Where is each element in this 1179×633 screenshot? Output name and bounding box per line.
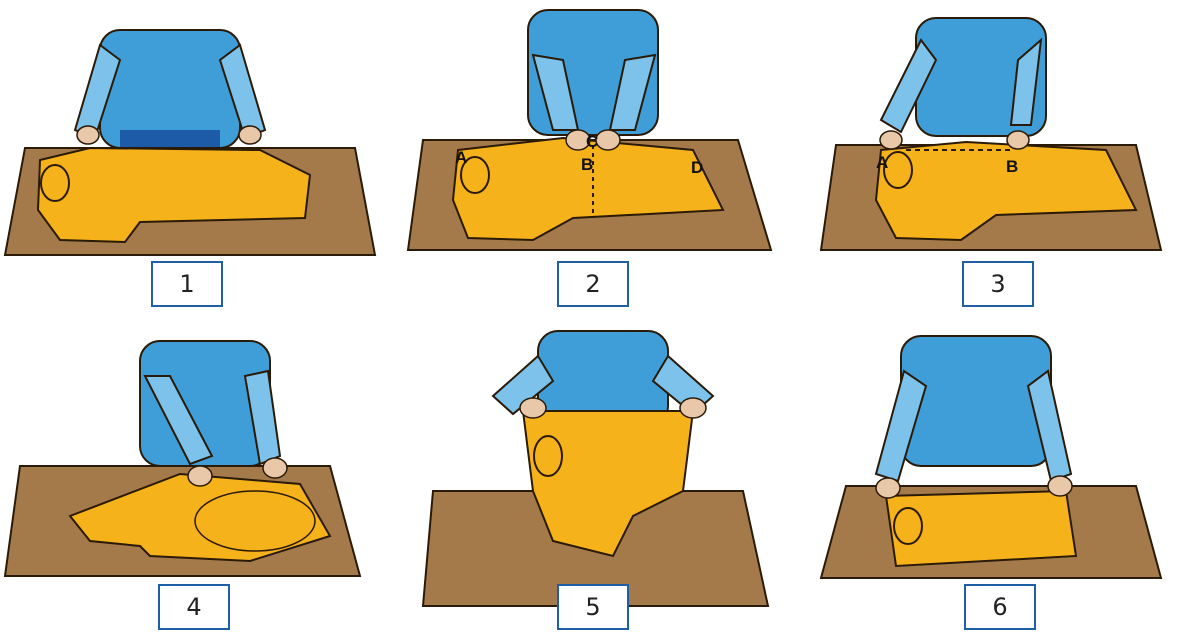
step-2-panel: A C B D 2 (393, 0, 786, 316)
step-number-box: 4 (158, 584, 230, 630)
label-d: D (691, 158, 703, 177)
step-number-box: 1 (151, 261, 223, 307)
step-number: 1 (179, 270, 194, 298)
label-a: A (455, 148, 467, 167)
label-a: A (876, 153, 888, 172)
label-b: B (581, 155, 593, 174)
step-number: 3 (990, 270, 1005, 298)
label-b: B (1006, 157, 1018, 176)
step-number-box: 3 (962, 261, 1034, 307)
step-3-panel: A B 3 (786, 0, 1179, 316)
step-number-box: 6 (964, 584, 1036, 630)
step-number: 6 (992, 593, 1007, 621)
label-c: C (586, 132, 598, 151)
step-number-box: 5 (557, 584, 629, 630)
step-number-box: 2 (557, 261, 629, 307)
step-1-panel: 1 (0, 0, 393, 316)
step-number: 2 (585, 270, 600, 298)
step-5-panel: 5 (393, 316, 786, 632)
step-6-panel: 6 (786, 316, 1179, 632)
step-number: 5 (585, 593, 600, 621)
step-number: 4 (186, 593, 201, 621)
step-4-panel: 4 (0, 316, 393, 632)
